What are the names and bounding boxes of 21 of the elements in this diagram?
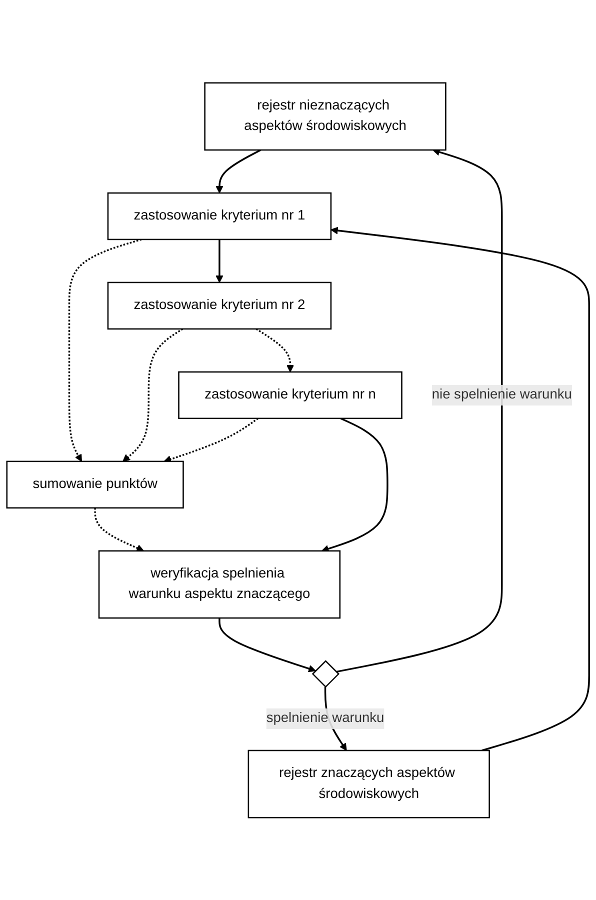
arrow xyxy=(216,239,224,283)
arrow xyxy=(322,417,388,552)
arrow xyxy=(216,148,262,194)
edge-label: spelnienie warunku xyxy=(266,710,384,726)
edge-label: nie spelnienie warunku xyxy=(432,387,572,402)
node-diamond xyxy=(312,660,340,688)
node-box: zastosowanie kryterium nr 2 xyxy=(107,282,332,330)
node-box: weryfikacja spelnienia warunku aspektu znaczącego xyxy=(98,550,341,618)
arrow xyxy=(330,226,590,752)
arrow xyxy=(68,238,142,462)
node-box: zastosowanie kryterium nr n xyxy=(178,371,402,419)
node-box: zastosowanie kryterium nr 1 xyxy=(107,192,332,240)
arrow xyxy=(164,417,258,463)
arrow xyxy=(94,508,144,552)
node-box: rejestr znaczących aspektów środowiskowych xyxy=(248,750,490,818)
arrow xyxy=(122,328,184,462)
arrow xyxy=(218,618,316,672)
node-box: rejestr nieznaczących aspektów środowiskowych xyxy=(204,82,446,150)
arrow xyxy=(336,148,503,672)
arrow xyxy=(256,328,294,372)
node-box: sumowanie punktów xyxy=(6,460,184,508)
